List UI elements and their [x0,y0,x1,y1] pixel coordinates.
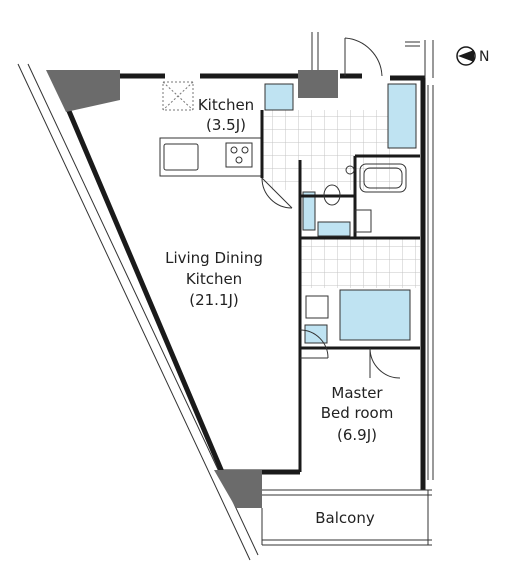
blue-fixtures [264,83,417,344]
door-swings [261,177,401,379]
toilet [323,184,341,206]
sink [163,143,199,171]
bathroom-fixtures [323,163,407,233]
column-bottom [214,470,262,508]
ldk-label-line1: Living Dining [165,249,263,267]
balcony-label: Balcony [315,509,375,527]
interior-walls [260,110,420,472]
compass: N [456,46,489,66]
washbasin [302,191,316,231]
compass-direction: N [479,49,489,65]
bedroom-label-line2: Bed room [321,404,394,422]
shoe-cabinet [387,83,417,149]
small-cabinet [304,324,328,344]
pantry-box [162,81,194,111]
closet-shelf [339,289,411,341]
structural-columns [46,70,338,508]
kitchen-label: Kitchen [198,96,254,114]
column-top-middle [298,70,338,98]
shelf-top-right [305,295,329,319]
ldk-size: (21.1J) [189,291,239,309]
column-top-left [46,70,120,112]
ldk-label-line2: Kitchen [186,270,242,288]
vanity [317,221,351,237]
kitchen-counter [159,137,263,177]
balcony-outline [261,489,432,546]
bedroom-size: (6.9J) [337,426,377,444]
bathtub [359,163,407,193]
bedroom-label-line1: Master [331,384,383,402]
entrance-door [311,32,434,78]
tiled-floor [262,110,420,288]
refrigerator [264,83,294,111]
right-window [427,85,434,480]
kitchen-size: (3.5J) [206,116,246,134]
room-labels: Kitchen (3.5J) Living Dining Kitchen (21… [165,96,393,527]
